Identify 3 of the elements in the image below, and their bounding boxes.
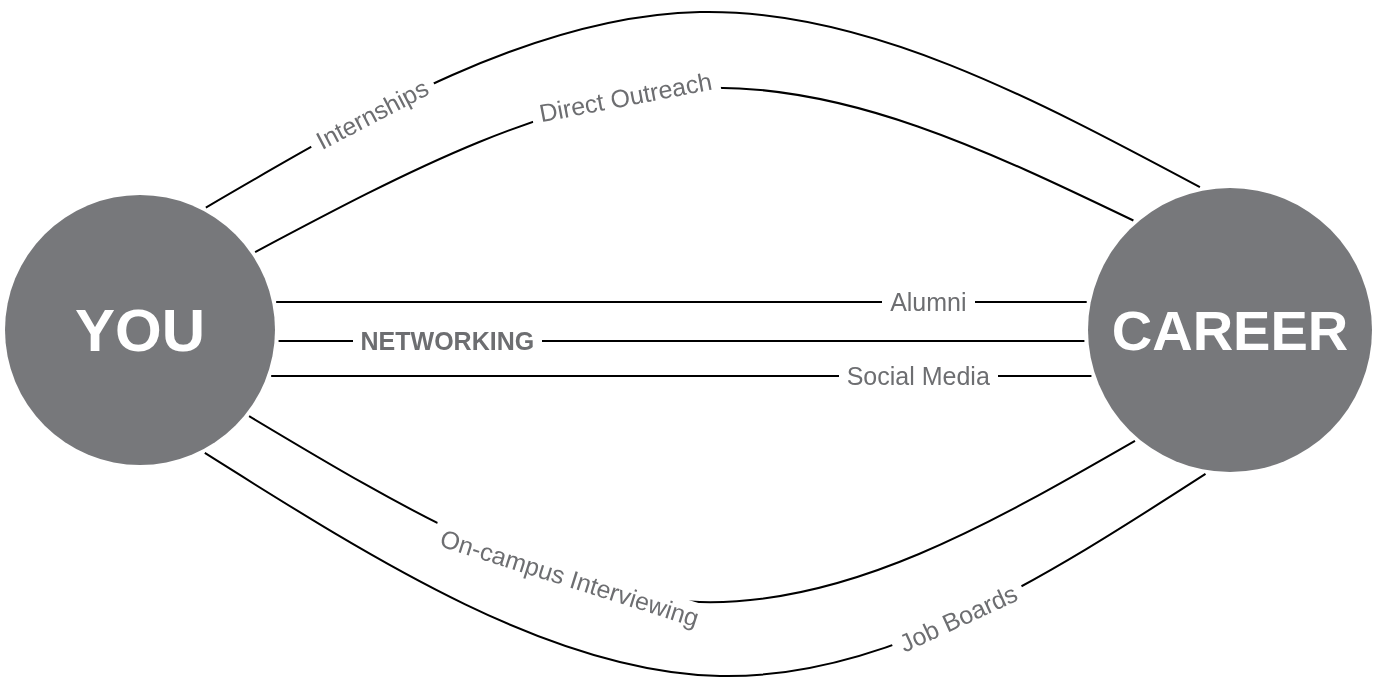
node-label: YOU	[75, 295, 205, 365]
node-label: CAREER	[1111, 297, 1349, 363]
connector-line	[275, 301, 1088, 303]
